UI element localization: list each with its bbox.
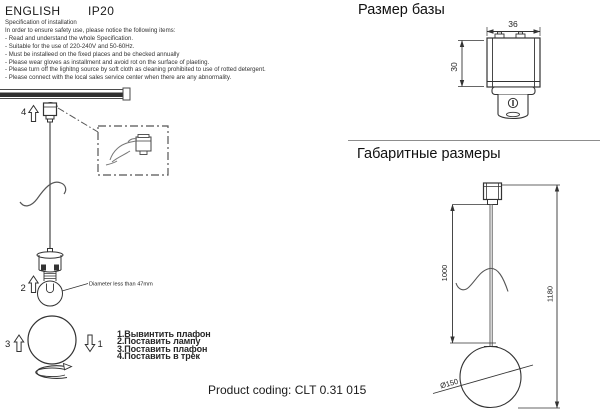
lamp-socket xyxy=(36,248,64,281)
up-arrow-icon xyxy=(13,334,25,352)
assembly-steps-ru: 1.Вывинтить плафон 2.Поставить лампу 3.П… xyxy=(117,329,211,361)
track-connector xyxy=(42,102,58,123)
base-width-value: 36 xyxy=(508,19,518,29)
cable-slack xyxy=(19,181,67,207)
note-leader-line xyxy=(61,283,89,292)
base-dim-height: 30 xyxy=(449,40,484,87)
specification-block: Specification of installation In order t… xyxy=(5,19,325,82)
step3-label: 3 xyxy=(5,339,10,350)
glass-ball xyxy=(27,315,77,365)
down-arrow-icon xyxy=(84,334,96,353)
base-dim-width: 36 xyxy=(486,19,541,36)
up-arrow-icon xyxy=(27,104,40,122)
bulb-note: Diameter less than 47mm xyxy=(89,282,153,288)
base-size-title: Размер базы xyxy=(358,2,445,18)
detail-inset-box xyxy=(97,125,169,176)
step-line: 4.Поставить в трек xyxy=(117,350,200,361)
spec-item: - Must be installeed on the fixed places… xyxy=(5,50,180,58)
step-line: 3.Поставить плафон xyxy=(117,343,208,354)
step2-label: 2 xyxy=(21,283,26,294)
od-cable-slack xyxy=(455,267,509,292)
step4-label: 4 xyxy=(21,107,26,118)
od-dim-1180: 1180 xyxy=(502,184,560,409)
track-rail xyxy=(0,87,131,101)
section-divider xyxy=(348,140,600,141)
base-height-value: 30 xyxy=(449,62,459,72)
hand-adjust-detail xyxy=(105,134,152,166)
spec-title: Specification of installation xyxy=(5,19,77,26)
spec-item: - Suitable for the use of 220-240V and 5… xyxy=(5,42,135,50)
spec-item: - Please turn off the lighitng source by… xyxy=(5,66,266,74)
up-arrow-icon xyxy=(27,275,40,293)
spec-item: - Read and understand the whole Specific… xyxy=(5,34,134,42)
od-total-height-value: 1180 xyxy=(546,286,555,302)
base-size-drawing: 36 30 xyxy=(449,19,541,120)
od-dim-1000: 1000 xyxy=(440,204,496,344)
bulb-icon xyxy=(37,280,63,307)
overall-size-title: Габаритные размеры xyxy=(357,146,501,162)
installation-diagram: 4 2 Diameter less than 47mm xyxy=(0,87,169,379)
spec-item: - Please wear gloves as installment and … xyxy=(5,58,210,66)
od-cable-length-value: 1000 xyxy=(440,265,449,282)
step-line: 1.Вывинтить плафон xyxy=(117,329,211,339)
spec-item: - Please connect with the local sales se… xyxy=(5,74,232,82)
step-line: 2.Поставить лампу xyxy=(117,336,201,347)
od-connector xyxy=(482,182,503,205)
spec-intro: In order to ensure safety use, please no… xyxy=(5,26,176,34)
rotate-base-arrow-icon xyxy=(35,362,73,379)
od-diameter-value: Ø150 xyxy=(439,377,459,391)
od-cable xyxy=(489,204,493,347)
base-stem xyxy=(491,86,536,120)
step1-label: 1 xyxy=(98,339,103,350)
language-label: ENGLISH xyxy=(5,4,61,18)
ip-rating-label: IP20 xyxy=(88,4,115,18)
overall-size-drawing: 1000 1180 Ø150 xyxy=(432,182,560,409)
base-body xyxy=(486,31,541,88)
product-coding: Product coding: CLT 0.31 015 xyxy=(208,383,367,397)
detail-leader-line xyxy=(57,107,99,133)
